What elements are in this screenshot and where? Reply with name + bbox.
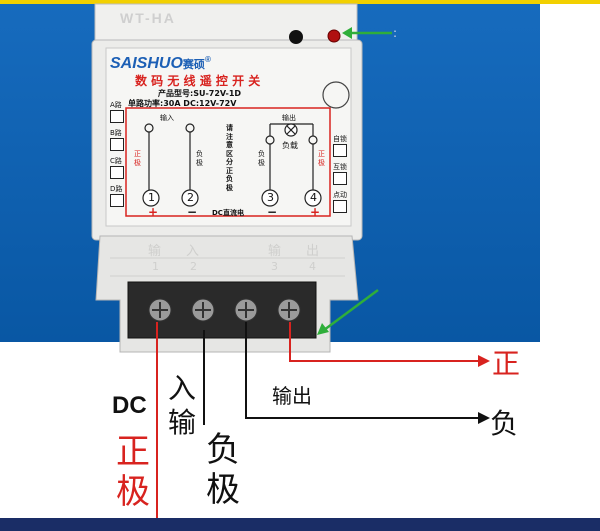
diagram-terminal-2: 2 [187,191,194,204]
diagram-input-label: 输入 [160,114,174,122]
embossed-number-4: 4 [309,260,316,273]
indicator-led-red [327,29,341,43]
annotation-dc: DC [112,392,147,419]
interlock-button[interactable] [333,172,347,185]
embossed-label-1: 输 [148,244,162,259]
arrowhead-red [478,355,490,367]
diagram-sign-1: + [148,205,159,219]
terminal-screws [148,298,301,322]
diagram-positive-left: 正极 [134,150,141,167]
channel-c-label: C路 [110,157,122,165]
device-top-tab [94,3,358,45]
bottom-strip [0,518,600,531]
indicator-dot-black [289,30,303,44]
model-plate-text: WT-HA [120,10,176,26]
arrowhead-black [478,412,490,424]
annotation-negative-bottom: 负极 [206,430,240,510]
diagram-negative-left: 负极 [196,150,203,167]
green-arrow-terminal [317,288,379,335]
channel-c-button[interactable] [110,166,124,179]
channel-a-label: A路 [110,101,122,109]
diagram-center-note: 请注意区分正负极 [226,124,233,192]
green-arrow-led [342,27,392,39]
annotation-input: 入输 [168,372,197,439]
embossed-label-4: 出 [306,244,320,259]
diagram-sign-3: − [267,205,278,219]
channel-d-label: D路 [110,185,123,193]
diagram-terminal-4: 4 [310,191,317,204]
annotation-lines [156,322,480,520]
channel-b-button[interactable] [110,138,124,151]
embossed-number-2: 2 [190,260,197,273]
diagram-sign-4: + [310,205,321,219]
annotation-positive-right: 正 [492,347,521,380]
embossed-label-3: 输 [268,244,282,259]
diagram-output-label: 输出 [282,114,296,122]
annotation-dot: : [393,26,398,40]
annotation-output: 输出 [272,384,312,408]
self-lock-label: 自锁 [333,135,347,143]
self-lock-button[interactable] [333,144,347,157]
wiring-diagram [142,123,322,207]
product-rating: 单路功率:30A DC:12V-72V [128,99,237,108]
annotation-positive-left: 正极 [116,432,150,512]
wiring-diagram-frame [125,107,331,217]
label-circle [322,81,350,109]
diagram-terminal-1: 1 [148,191,155,204]
top-accent-bar [0,0,600,4]
annotation-negative-right: 负 [490,407,519,440]
diagram-load-label: 负载 [282,141,298,150]
embossed-label-2: 入 [186,244,200,259]
interlock-label: 互锁 [333,163,347,171]
channel-a-button[interactable] [110,110,124,123]
momentary-button[interactable] [333,200,347,213]
product-title: 数 码 无 线 遥 控 开 关 [135,74,261,88]
diagram-positive-right: 正极 [318,150,325,167]
channel-b-label: B路 [110,129,122,137]
product-model: 产品型号:SU-72V-1D [158,89,242,98]
diagram-sign-2: − [187,205,198,219]
embossed-number-1: 1 [152,260,159,273]
momentary-label: 点动 [333,191,347,199]
channel-d-button[interactable] [110,194,124,207]
embossed-number-3: 3 [271,260,278,273]
diagram-terminal-3: 3 [267,191,274,204]
brand-logo: SAISHUO赛硕® [110,55,211,72]
diagram-negative-right: 负极 [258,150,265,167]
diagram-dc-note: DC直流电 [212,209,244,217]
